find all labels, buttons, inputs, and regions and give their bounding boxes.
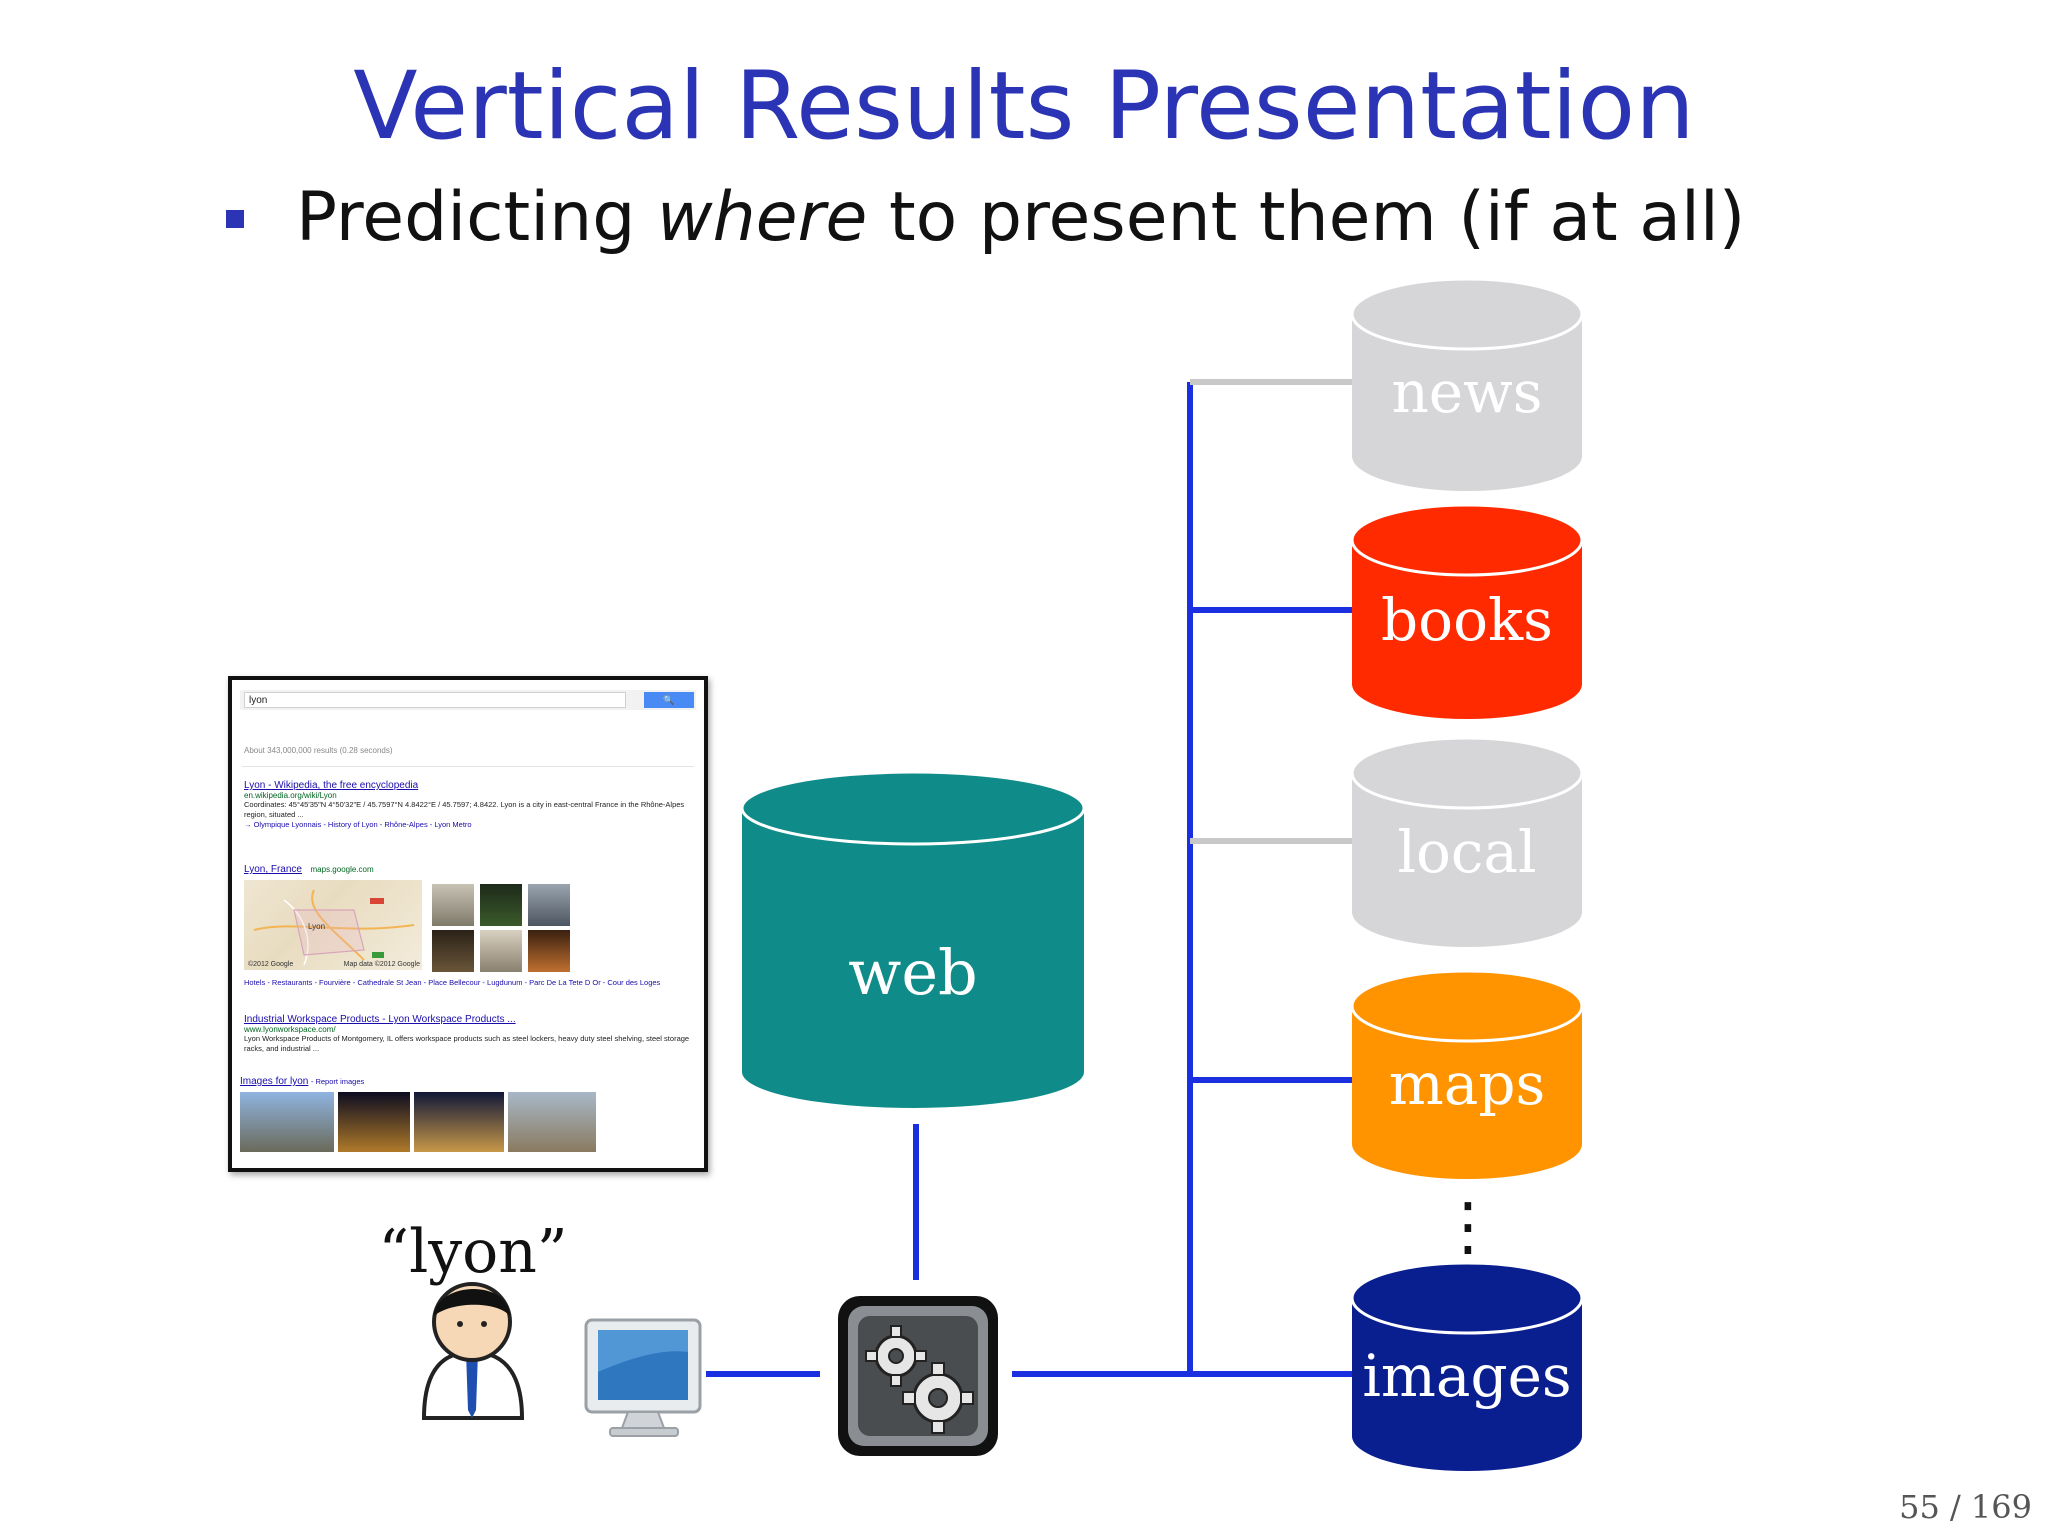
serp-divider bbox=[242, 766, 694, 767]
bullet-text-start: Predicting bbox=[296, 178, 657, 257]
serp-result-sublinks: → Olympique Lyonnais - History of Lyon -… bbox=[244, 820, 472, 829]
serp-result-snippet: Lyon Workspace Products of Montgomery, I… bbox=[244, 1034, 690, 1053]
serp-search-button: 🔍 bbox=[644, 692, 694, 708]
serp-search-bar: lyon 🔍 bbox=[240, 690, 696, 710]
news-database: news bbox=[1350, 277, 1584, 491]
news-database-top bbox=[1350, 277, 1584, 351]
serp-local-photo bbox=[528, 930, 570, 972]
serp-image-thumb bbox=[338, 1092, 410, 1152]
serp-local-photo bbox=[480, 930, 522, 972]
serp-images-header: Images for lyon - Report images bbox=[240, 1076, 690, 1087]
local-database-top bbox=[1350, 736, 1584, 810]
monitor-icon bbox=[584, 1318, 702, 1437]
serp-local-result: Lyon, France maps.google.com bbox=[244, 864, 694, 875]
serp-result-snippet: Coordinates: 45°45'35"N 4°50'32"E / 45.7… bbox=[244, 800, 685, 819]
more-verticals-ellipsis: ⋮ bbox=[1436, 1190, 1500, 1264]
serp-local-photo bbox=[432, 930, 474, 972]
serp-images-title: Images for lyon bbox=[240, 1076, 309, 1087]
serp-image-thumb bbox=[240, 1092, 334, 1152]
serp-images-report: - Report images bbox=[310, 1077, 365, 1086]
page-number: 55 / 169 bbox=[1899, 1488, 2032, 1526]
serp-map: Lyon ©2012 Google Map data ©2012 Google bbox=[244, 880, 422, 970]
serp-local-photo bbox=[480, 884, 522, 926]
images-database-label: images bbox=[1362, 1342, 1571, 1410]
serp-image-thumb bbox=[414, 1092, 504, 1152]
gears-icon bbox=[838, 1296, 998, 1456]
maps-database-top bbox=[1350, 969, 1584, 1043]
maps-database-label: maps bbox=[1389, 1050, 1545, 1118]
serp-map-roads bbox=[253, 889, 415, 966]
query-text: “lyon” bbox=[378, 1217, 567, 1287]
local-database-label: local bbox=[1397, 818, 1536, 886]
web-database-body bbox=[742, 808, 1084, 1108]
books-database: books bbox=[1350, 503, 1584, 719]
images-database-top bbox=[1350, 1261, 1584, 1335]
serp-map-city: Lyon bbox=[308, 922, 326, 931]
maps-database: maps bbox=[1350, 969, 1584, 1179]
web-database: web bbox=[740, 770, 1086, 1108]
bullet-text: Predicting where to present them (if at … bbox=[296, 178, 1745, 258]
images-database-body bbox=[1352, 1298, 1582, 1471]
bullet-text-end: to present them (if at all) bbox=[867, 178, 1746, 257]
serp-result: Industrial Workspace Products - Lyon Wor… bbox=[244, 1014, 694, 1054]
books-database-label: books bbox=[1381, 586, 1553, 654]
web-database-label: web bbox=[848, 936, 977, 1009]
serp-local-photo bbox=[432, 884, 474, 926]
books-database-body bbox=[1352, 540, 1582, 719]
serp-local-url: maps.google.com bbox=[310, 865, 374, 874]
serp-search-input: lyon bbox=[244, 692, 626, 708]
bullet-emphasis: where bbox=[656, 178, 868, 257]
serp-screenshot: lyon 🔍 About 343,000,000 results (0.28 s… bbox=[228, 676, 708, 1172]
images-database: images bbox=[1350, 1261, 1584, 1471]
serp-result-count: About 343,000,000 results (0.28 seconds) bbox=[244, 746, 393, 755]
news-database-body bbox=[1352, 314, 1582, 491]
serp-local-sublinks: Hotels - Restaurants - Fourvière - Cathe… bbox=[244, 978, 661, 987]
maps-database-body bbox=[1352, 1006, 1582, 1179]
books-database-top bbox=[1350, 503, 1584, 577]
bullet-marker bbox=[226, 210, 244, 228]
local-database-body bbox=[1352, 773, 1582, 947]
serp-map-data: Map data ©2012 Google bbox=[343, 961, 420, 968]
serp-local-title: Lyon, France bbox=[244, 864, 302, 875]
serp-result-url: www.lyonworkspace.com/ bbox=[244, 1025, 336, 1034]
serp-image-thumb bbox=[508, 1092, 596, 1152]
serp-map-credit: ©2012 Google bbox=[248, 961, 294, 968]
serp-local-photo bbox=[528, 884, 570, 926]
serp-local-sublinks-block: Hotels - Restaurants - Fourvière - Cathe… bbox=[244, 978, 694, 988]
serp-result-url: en.wikipedia.org/wiki/Lyon bbox=[244, 791, 337, 800]
user-icon bbox=[421, 1282, 525, 1420]
news-database-label: news bbox=[1391, 358, 1542, 426]
local-database: local bbox=[1350, 736, 1584, 947]
slide-title: Vertical Results Presentation bbox=[353, 52, 1695, 161]
web-database-top bbox=[740, 770, 1086, 846]
serp-result: Lyon - Wikipedia, the free encyclopedia … bbox=[244, 780, 694, 830]
serp-result-title: Industrial Workspace Products - Lyon Wor… bbox=[244, 1014, 516, 1025]
serp-result-title: Lyon - Wikipedia, the free encyclopedia bbox=[244, 780, 419, 791]
